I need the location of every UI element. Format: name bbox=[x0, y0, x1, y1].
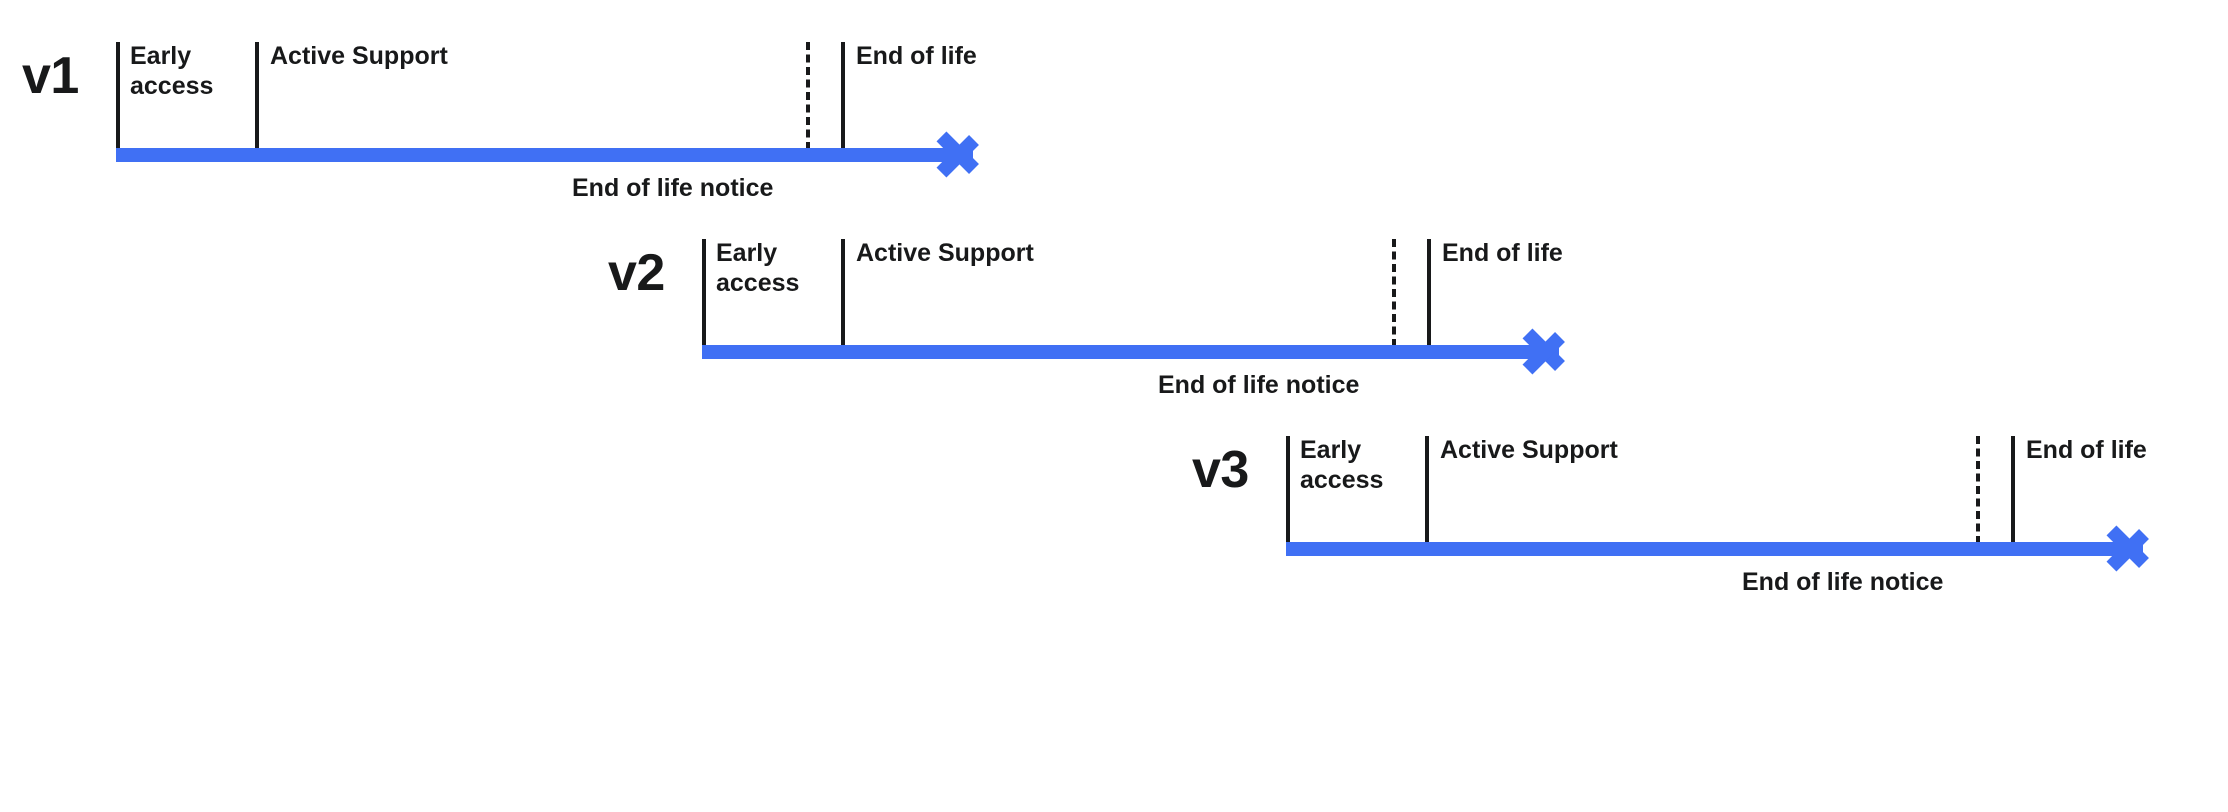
eol-notice-label-v2: End of life notice bbox=[1158, 371, 1360, 399]
tick-active-support-start-v1 bbox=[255, 42, 259, 150]
phase-label-early-access-v2: Early access bbox=[716, 239, 800, 297]
tick-end-of-life-v1 bbox=[841, 42, 845, 150]
lifecycle-arrow-track-v3 bbox=[1286, 542, 2143, 556]
phase-label-end-of-life-v3: End of life bbox=[2026, 436, 2147, 464]
version-label-v2: v2 bbox=[608, 244, 665, 302]
tick-active-support-start-v2 bbox=[841, 239, 845, 347]
eol-notice-label-v1: End of life notice bbox=[572, 174, 774, 202]
phase-label-end-of-life-v1: End of life bbox=[856, 42, 977, 70]
phase-label-active-support-v2: Active Support bbox=[856, 239, 1034, 267]
tick-early-access-start-v3 bbox=[1286, 436, 1290, 544]
tick-early-access-start-v2 bbox=[702, 239, 706, 347]
tick-early-access-start-v1 bbox=[116, 42, 120, 150]
phase-label-active-support-v1: Active Support bbox=[270, 42, 448, 70]
phase-label-end-of-life-v2: End of life bbox=[1442, 239, 1563, 267]
tick-eol-notice-v2 bbox=[1392, 239, 1396, 347]
timeline-row-v1: v1 Early access Active Support End of li… bbox=[0, 0, 1100, 202]
phase-label-active-support-v3: Active Support bbox=[1440, 436, 1618, 464]
lifecycle-arrow-head-v2 bbox=[1522, 321, 1599, 383]
tick-end-of-life-v3 bbox=[2011, 436, 2015, 544]
eol-notice-label-v3: End of life notice bbox=[1742, 568, 1944, 596]
phase-label-early-access-v3: Early access bbox=[1300, 436, 1384, 494]
tick-eol-notice-v3 bbox=[1976, 436, 1980, 544]
lifecycle-arrow-track-v2 bbox=[702, 345, 1559, 359]
timeline-row-v2: v2 Early access Active Support End of li… bbox=[586, 197, 1686, 399]
version-label-v1: v1 bbox=[22, 47, 79, 105]
lifecycle-arrow-head-v1 bbox=[936, 124, 1013, 186]
timeline-row-v3: v3 Early access Active Support End of li… bbox=[1170, 394, 2228, 596]
lifecycle-arrow-track-v1 bbox=[116, 148, 973, 162]
tick-eol-notice-v1 bbox=[806, 42, 810, 150]
phase-label-early-access-v1: Early access bbox=[130, 42, 214, 100]
tick-end-of-life-v2 bbox=[1427, 239, 1431, 347]
tick-active-support-start-v3 bbox=[1425, 436, 1429, 544]
lifecycle-arrow-head-v3 bbox=[2106, 518, 2183, 580]
version-label-v3: v3 bbox=[1192, 441, 1249, 499]
